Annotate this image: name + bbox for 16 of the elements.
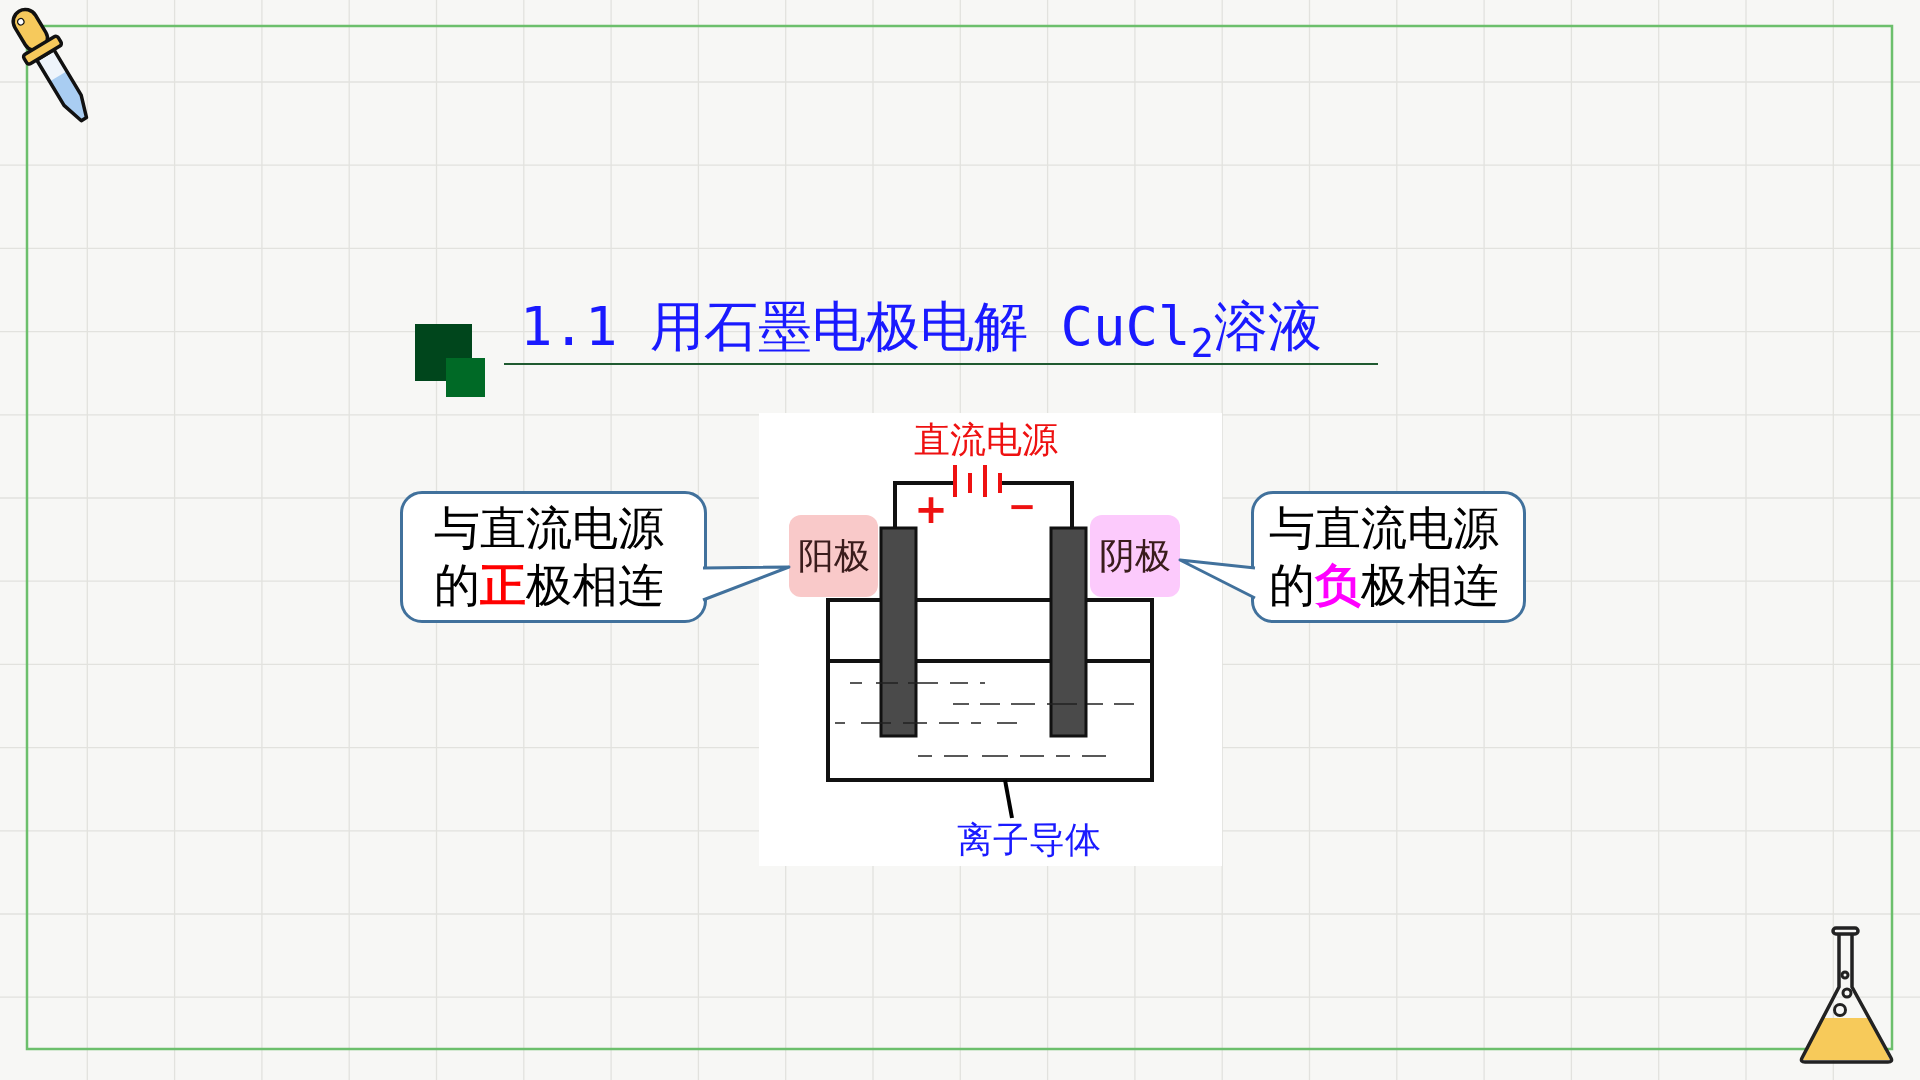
callout-text: 与直流电源的正极相连	[433, 499, 665, 614]
electrode-name: 阳极	[797, 535, 870, 577]
callout-text: 与直流电源的负极相连	[1268, 499, 1500, 614]
slide-title: 1.1 用石墨电极电解 CuCl$_{2}$溶液	[520, 296, 1322, 358]
callout-bubble	[400, 491, 707, 623]
callout-bubble	[1251, 491, 1526, 623]
electrode-name: 阴极	[1099, 535, 1171, 577]
power-source-label: 直流电源	[914, 419, 1058, 461]
electrode-tag	[789, 515, 878, 597]
leader-line	[1003, 779, 1014, 819]
callout-pointer	[1178, 558, 1257, 600]
polarity-sign: +	[914, 486, 948, 532]
callout-label: 离子导体	[956, 818, 1101, 862]
polarity-sign: −	[1007, 487, 1037, 527]
electrode-tag	[1090, 515, 1180, 597]
callout-pointer	[701, 565, 791, 602]
